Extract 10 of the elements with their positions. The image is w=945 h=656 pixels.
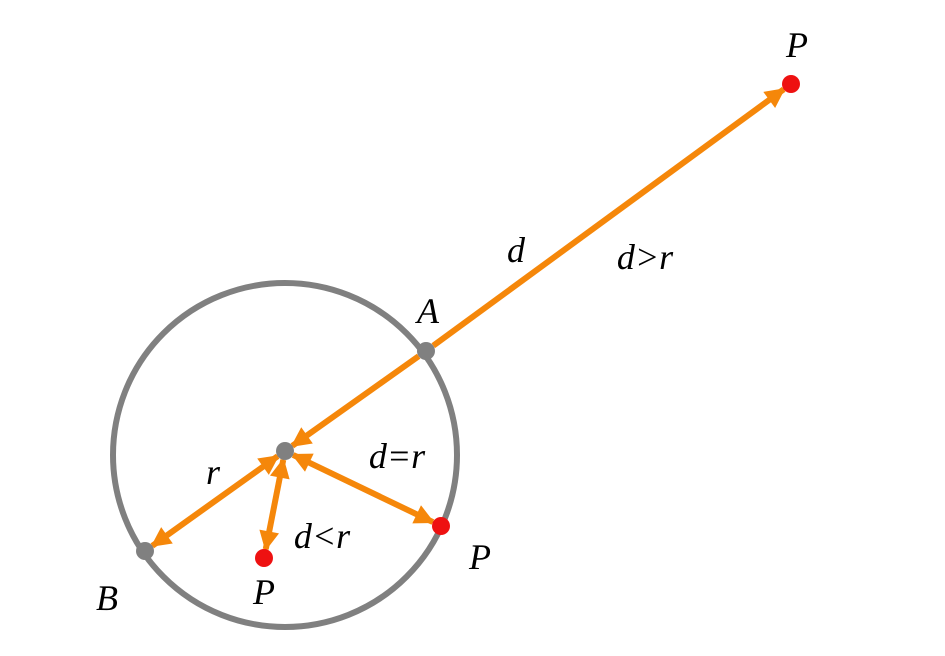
point-dot bbox=[432, 517, 450, 535]
point-dot bbox=[255, 549, 273, 567]
point-dot bbox=[136, 542, 154, 560]
point-dot bbox=[782, 75, 800, 93]
arrow bbox=[432, 86, 786, 348]
arrow bbox=[150, 454, 280, 548]
arrow bbox=[291, 452, 435, 525]
arrow bbox=[290, 354, 420, 448]
arrow bbox=[259, 458, 290, 552]
point-dot bbox=[276, 442, 294, 460]
